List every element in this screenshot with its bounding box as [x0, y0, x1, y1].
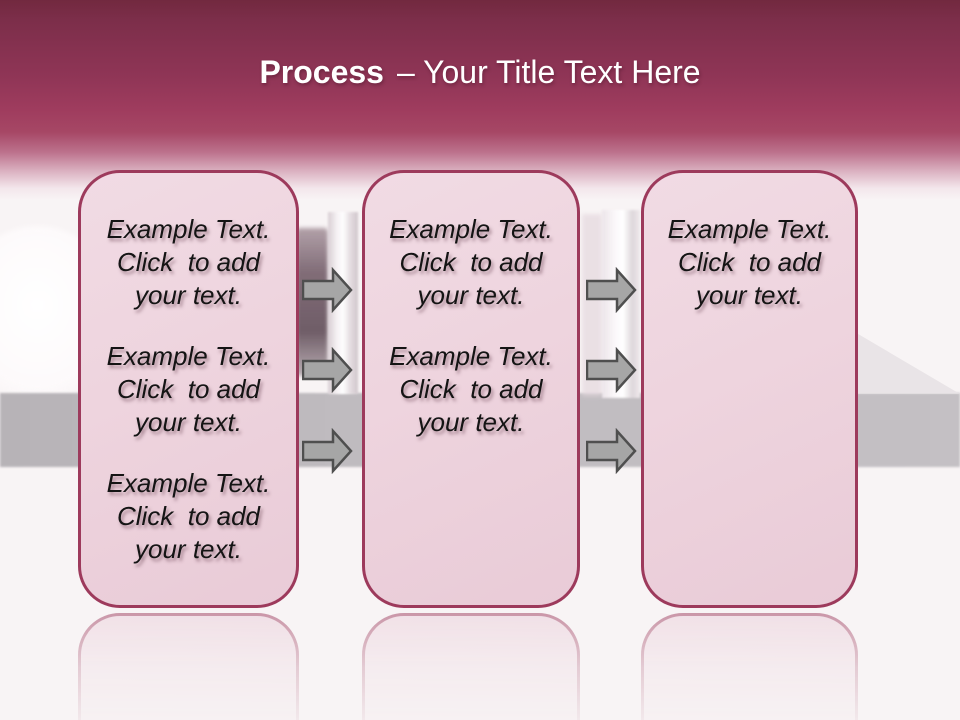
panel-reflection — [641, 613, 858, 720]
process-step-panel-3[interactable]: Example Text. Click to add your text. — [641, 170, 858, 608]
placeholder-line: Click to add — [116, 247, 261, 277]
arrow-right-icon — [302, 428, 353, 474]
arrow-right-icon — [586, 267, 637, 313]
placeholder-line: Example Text. — [106, 341, 271, 371]
text-placeholder[interactable]: Example Text. Click to add your text. — [668, 213, 832, 312]
panel-reflection — [362, 613, 580, 720]
text-placeholder[interactable]: Example Text. Click to add your text. — [107, 213, 271, 312]
placeholder-line: Click to add — [116, 501, 261, 531]
arrow-right-icon — [586, 347, 637, 393]
arrow-right-icon — [586, 428, 637, 474]
slide-title[interactable]: Process – Your Title Text Here — [0, 52, 960, 92]
placeholder-line: Click to add — [399, 374, 543, 404]
arrow-right-icon — [302, 347, 353, 393]
text-placeholder[interactable]: Example Text. Click to add your text. — [389, 340, 553, 439]
placeholder-line: your text. — [696, 280, 803, 310]
text-placeholder[interactable]: Example Text. Click to add your text. — [107, 467, 271, 566]
placeholder-line: Example Text. — [667, 214, 832, 244]
background-dark-glass — [296, 228, 328, 376]
placeholder-line: Click to add — [116, 374, 261, 404]
placeholder-line: your text. — [135, 534, 242, 564]
placeholder-line: Example Text. — [106, 214, 271, 244]
panel-reflection-shape — [362, 613, 580, 720]
text-placeholder[interactable]: Example Text. Click to add your text. — [389, 213, 553, 312]
background-strip-right — [582, 214, 602, 396]
placeholder-line: Example Text. — [389, 341, 553, 371]
placeholder-line: Click to add — [399, 247, 543, 277]
placeholder-line: your text. — [135, 407, 242, 437]
process-step-panel-1[interactable]: Example Text. Click to add your text. Ex… — [78, 170, 299, 608]
placeholder-line: your text. — [417, 280, 525, 310]
placeholder-line: Click to add — [677, 247, 822, 277]
placeholder-line: Example Text. — [106, 468, 271, 498]
panel-reflection — [78, 613, 299, 720]
header-band: Process – Your Title Text Here — [0, 0, 960, 200]
background-bed-wedge — [853, 331, 960, 394]
process-step-panel-2[interactable]: Example Text. Click to add your text. Ex… — [362, 170, 580, 608]
panel-reflection-shape — [641, 613, 858, 720]
panel-reflection-shape — [78, 613, 299, 720]
slide-title-keyword: Process — [259, 54, 384, 90]
text-placeholder[interactable]: Example Text. Click to add your text. — [107, 340, 271, 439]
slide-title-text: – Your Title Text Here — [396, 54, 701, 90]
placeholder-line: Example Text. — [389, 214, 553, 244]
arrow-right-icon — [302, 267, 353, 313]
placeholder-line: your text. — [135, 280, 242, 310]
placeholder-line: your text. — [417, 407, 525, 437]
